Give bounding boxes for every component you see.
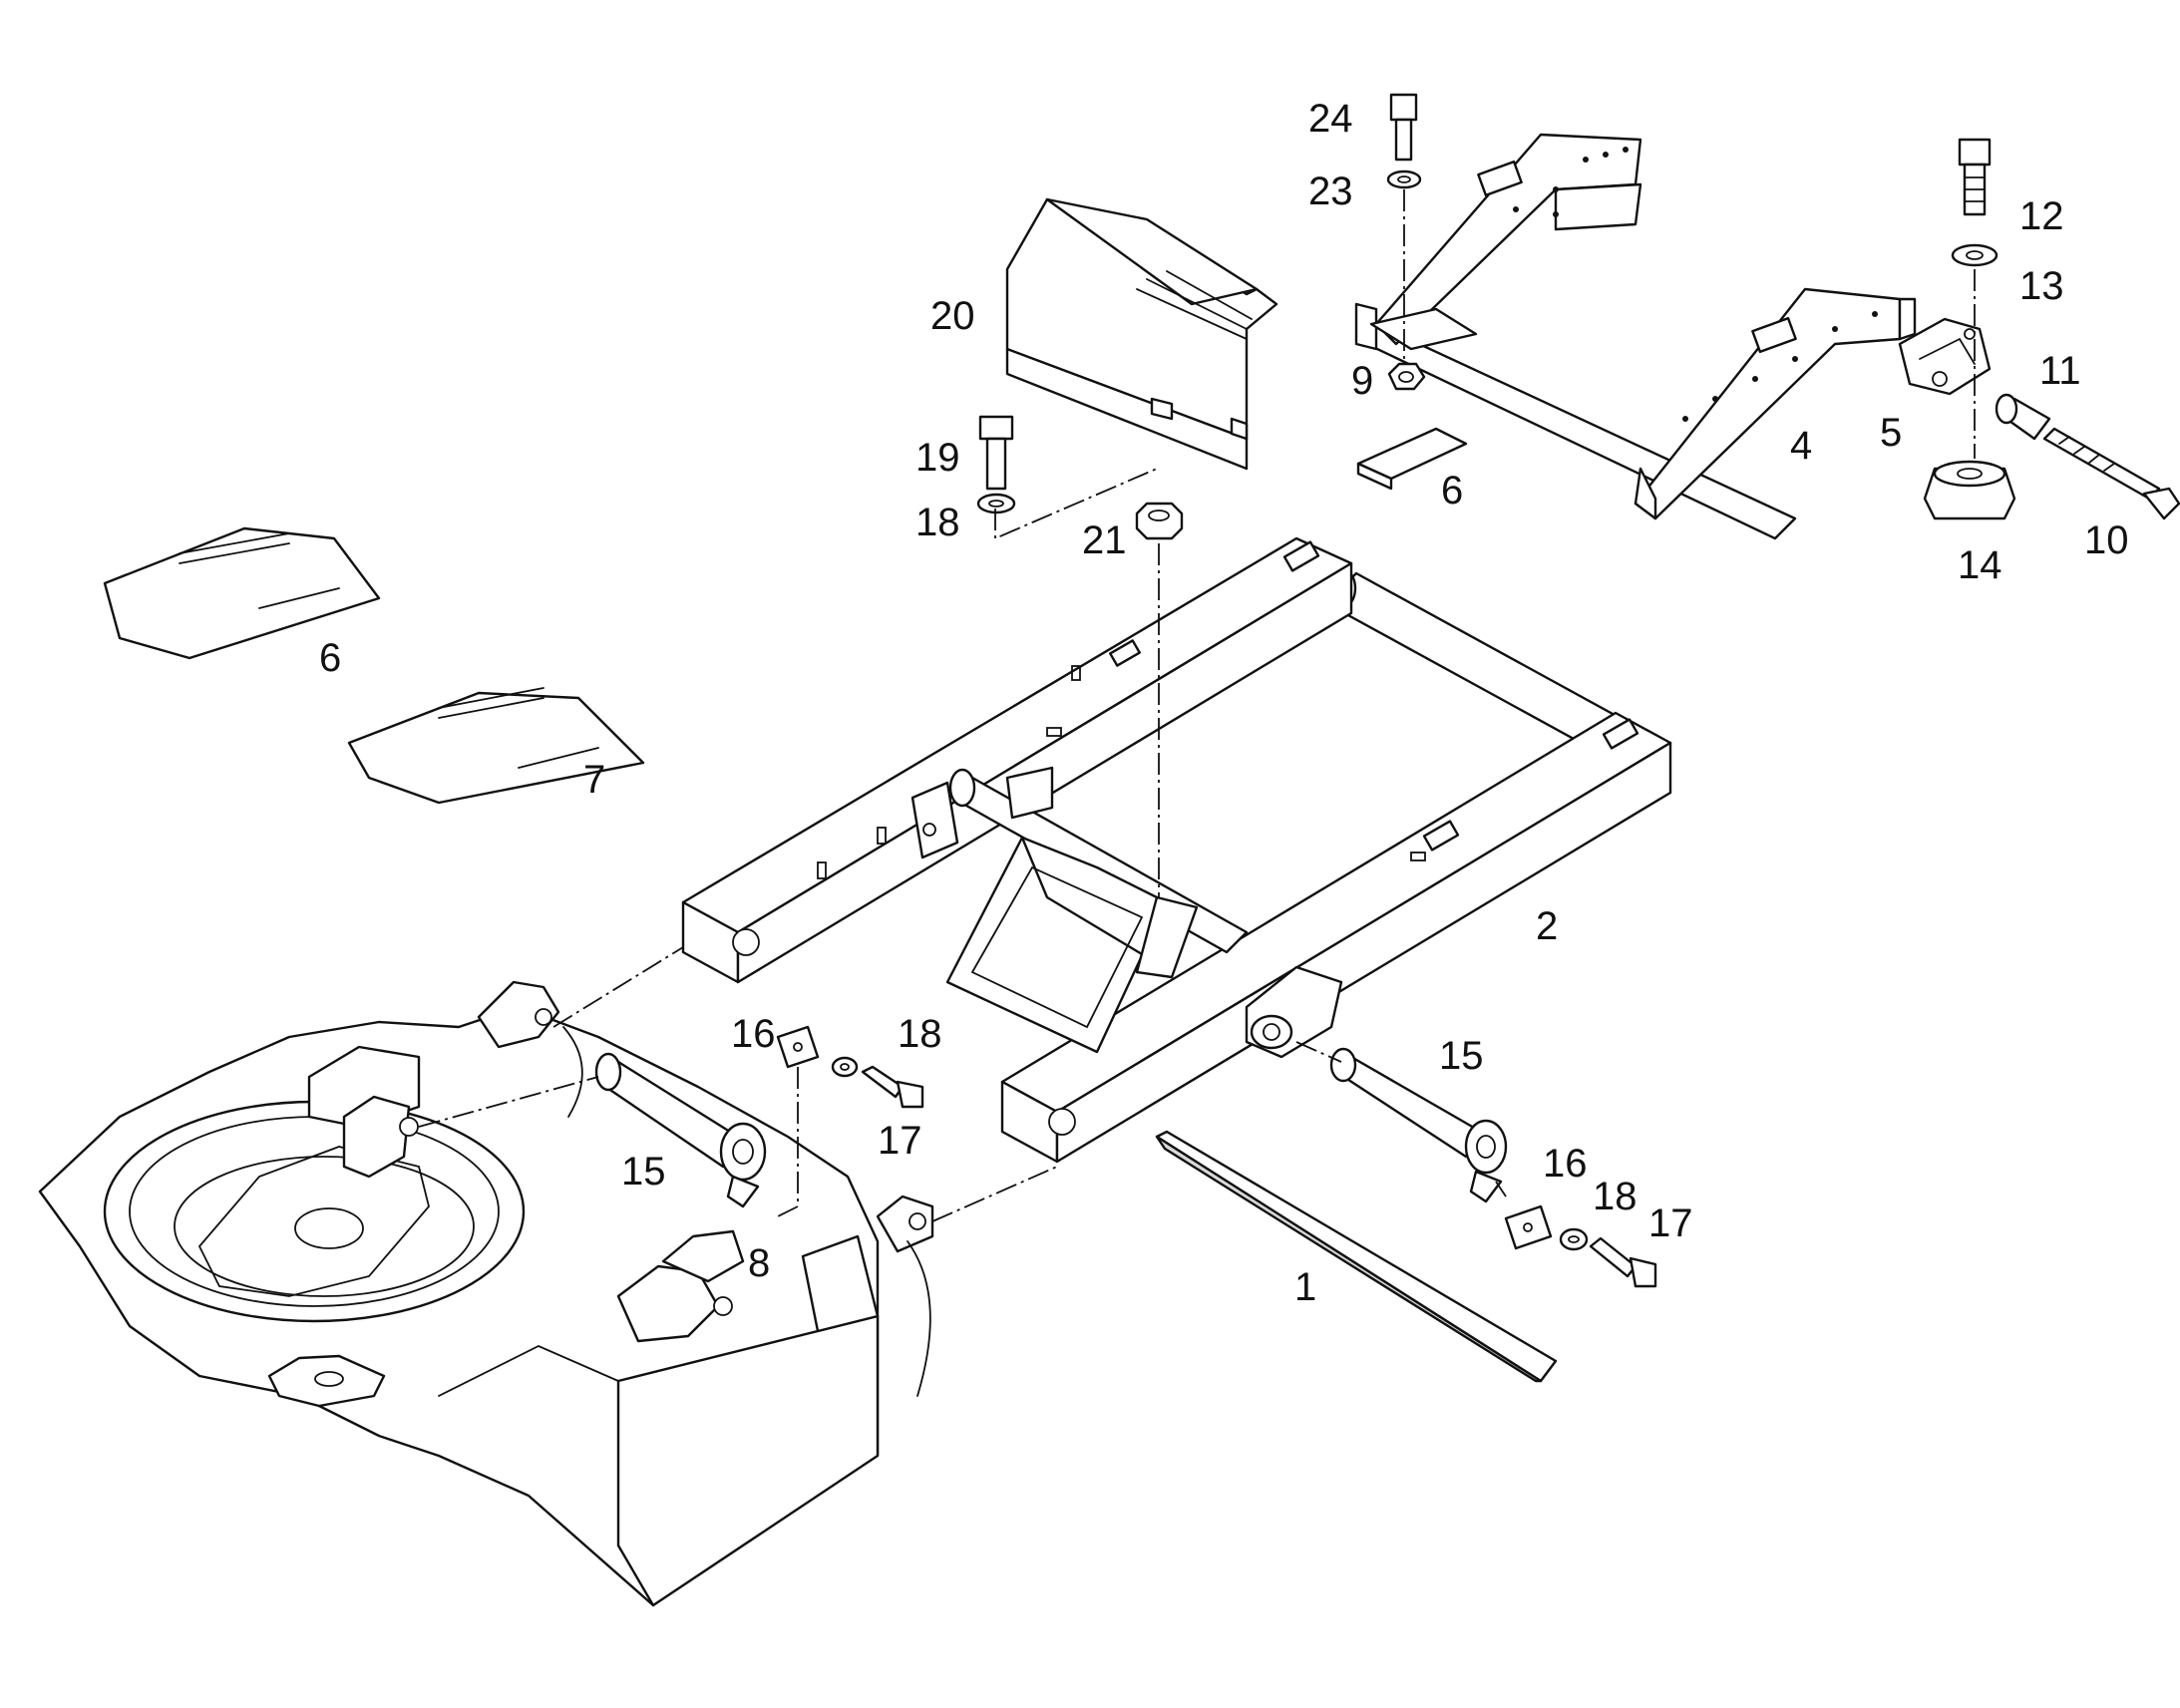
callout-16-right: 16 <box>1543 1142 1588 1186</box>
part-18-washer-left <box>831 1056 859 1078</box>
callout-15-right: 15 <box>1439 1034 1484 1078</box>
callout-13: 13 <box>2019 264 2064 308</box>
part-12-bolt <box>1958 138 1992 216</box>
callout-8: 8 <box>748 1241 770 1285</box>
callout-21: 21 <box>1082 518 1127 562</box>
part-16-plate-right <box>1504 1204 1553 1250</box>
callout-14: 14 <box>1958 543 2002 587</box>
callout-11: 11 <box>2039 349 2081 393</box>
callout-17-left: 17 <box>878 1119 922 1163</box>
callout-labels: 1 2 4 5 6 6 7 8 9 10 11 12 13 14 15 15 1… <box>319 97 2129 1309</box>
callout-24: 24 <box>1308 97 1353 141</box>
callout-23: 23 <box>1308 170 1353 213</box>
part-6-cover-plate <box>103 526 381 660</box>
part-14-rubber-mount <box>1923 460 2016 520</box>
part-17-bolt-left <box>861 1065 924 1109</box>
part-15-pin-right <box>1329 1047 1508 1203</box>
callout-6-rear: 6 <box>1441 469 1463 512</box>
part-21-nut <box>1135 502 1184 540</box>
part-23-washer <box>1386 170 1422 189</box>
callout-10: 10 <box>2084 518 2129 562</box>
part-2-main-frame <box>681 536 1672 1164</box>
callout-5: 5 <box>1880 411 1902 455</box>
callout-6-cover: 6 <box>319 636 341 680</box>
callout-18-right: 18 <box>1593 1175 1637 1218</box>
part-11-spacer <box>1995 393 2051 441</box>
callout-17-right: 17 <box>1648 1201 1693 1245</box>
part-24-bolt <box>1389 93 1418 162</box>
part-9-nut <box>1387 362 1426 391</box>
part-18-washer-upper <box>976 493 1016 514</box>
part-15-pin-left <box>594 1052 767 1208</box>
callout-18-upper: 18 <box>915 501 960 544</box>
part-5-mount-bracket <box>1898 317 1992 396</box>
chassis-base <box>38 980 934 1607</box>
part-4-rear-bracket <box>1354 133 1917 540</box>
callout-7: 7 <box>583 758 605 802</box>
part-10-bolt <box>2042 427 2180 520</box>
callout-18-left: 18 <box>898 1012 942 1056</box>
part-1-rod <box>1155 1130 1558 1383</box>
part-6-channel-rear <box>1356 427 1468 491</box>
callout-16-left: 16 <box>731 1012 776 1056</box>
part-18-washer-right <box>1559 1227 1589 1251</box>
part-13-washer <box>1951 243 1998 267</box>
part-19-bolt <box>978 415 1014 491</box>
callout-15-left: 15 <box>621 1150 666 1194</box>
part-17-bolt-right <box>1589 1236 1657 1288</box>
callout-9: 9 <box>1351 359 1373 403</box>
part-16-plate-left <box>776 1025 820 1069</box>
assembly-leader-lines <box>418 189 1976 1222</box>
callout-19: 19 <box>915 436 960 480</box>
callout-20: 20 <box>930 294 975 338</box>
callout-4: 4 <box>1790 424 1812 468</box>
part-20-box <box>1005 197 1278 471</box>
callout-12: 12 <box>2019 194 2064 238</box>
part-7-cover-plate <box>347 687 645 805</box>
callout-2: 2 <box>1536 904 1558 948</box>
callout-1: 1 <box>1294 1265 1316 1309</box>
